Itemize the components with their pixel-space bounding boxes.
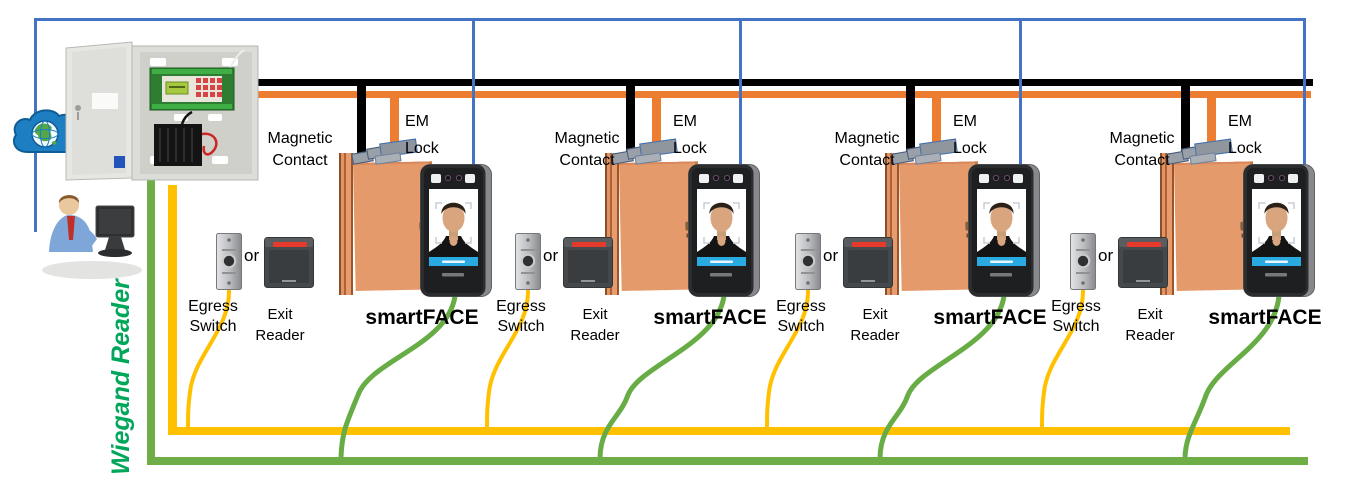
green-wiegand-wire xyxy=(877,295,1007,458)
egress-switch-label: Egress Switch xyxy=(776,298,826,335)
magnetic-contact-label: Magnetic Contact xyxy=(834,130,900,169)
magnetic-contact-wire xyxy=(906,82,915,158)
door-group-2: Magnetic Contact EM Lock or Egress Switc… xyxy=(485,0,785,487)
exit-reader-label: Exit Reader xyxy=(255,306,305,344)
exit-reader-icon xyxy=(1118,237,1168,288)
magnetic-contact-wire xyxy=(357,82,366,158)
smartface-label: smartFACE xyxy=(1208,306,1322,329)
exit-reader-icon xyxy=(563,237,613,288)
door-group-wires xyxy=(186,289,458,458)
exit-reader-icon xyxy=(264,237,314,288)
yellow-wiegand-riser xyxy=(168,185,177,435)
access-control-panel xyxy=(65,41,259,181)
egress-switch-label: Egress Switch xyxy=(188,298,238,335)
network-drop-wire xyxy=(1303,18,1306,165)
black-bus-wire xyxy=(255,79,1313,86)
green-wiegand-wire xyxy=(338,295,458,458)
or-label: or xyxy=(823,246,839,265)
em-lock-label: EM Lock xyxy=(673,113,707,157)
or-label: or xyxy=(543,246,559,265)
green-wiegand-bus xyxy=(147,457,1308,465)
em-lock-label: EM Lock xyxy=(953,113,987,157)
green-wiegand-wire xyxy=(1182,295,1282,458)
magnetic-contact-label: Magnetic Contact xyxy=(267,130,333,169)
magnetic-contact-label: Magnetic Contact xyxy=(554,130,620,169)
green-wiegand-wire xyxy=(597,295,727,458)
exit-reader-label: Exit Reader xyxy=(1125,306,1175,344)
exit-reader-label: Exit Reader xyxy=(570,306,620,344)
door-group-wires xyxy=(485,289,727,458)
em-lock-label: EM Lock xyxy=(405,113,439,157)
operator-workstation xyxy=(42,195,142,279)
em-lock-wire xyxy=(652,94,661,152)
smartface-label: smartFACE xyxy=(933,306,1047,329)
network-drop-wire xyxy=(472,18,475,165)
yellow-wiegand-wire xyxy=(765,289,811,431)
magnetic-contact-label: Magnetic Contact xyxy=(1109,130,1175,169)
network-drop-wire xyxy=(1019,18,1022,165)
egress-switch-icon xyxy=(795,233,821,290)
smartface-label: smartFACE xyxy=(365,306,479,329)
egress-switch-icon xyxy=(1070,233,1096,290)
or-label: or xyxy=(244,246,260,265)
orange-bus-wire xyxy=(255,91,1311,98)
em-lock-wire xyxy=(390,94,399,152)
egress-switch-icon xyxy=(216,233,242,290)
em-lock-wire xyxy=(1207,94,1216,152)
yellow-wiegand-wire xyxy=(485,289,531,431)
door-group-3: Magnetic Contact EM Lock or Egress Switc… xyxy=(765,0,1065,487)
smartface-terminal-icon xyxy=(420,164,492,297)
egress-switch-label: Egress Switch xyxy=(496,298,546,335)
door-frame xyxy=(339,153,353,295)
egress-switch-label: Egress Switch xyxy=(1051,298,1101,335)
green-wiegand-riser xyxy=(147,177,155,465)
door-group-4: Magnetic Contact EM Lock or Egress Switc… xyxy=(1040,0,1340,487)
network-line-horizontal xyxy=(34,18,1305,21)
smartface-label: smartFACE xyxy=(653,306,767,329)
door-group-1: Magnetic Contact EM Lock or Egress xyxy=(186,0,492,487)
smartface-terminal-icon xyxy=(1243,164,1315,297)
egress-switch-icon xyxy=(515,233,541,290)
yellow-wiegand-bus xyxy=(168,427,1290,435)
exit-reader-icon xyxy=(843,237,893,288)
smartface-terminal-icon xyxy=(968,164,1040,297)
door-group-wires xyxy=(765,289,1007,458)
magnetic-contact-wire xyxy=(1181,82,1190,158)
magnetic-contact-wire xyxy=(626,82,635,158)
door-group-wires xyxy=(1040,289,1282,458)
yellow-wiegand-wire xyxy=(186,289,232,431)
em-lock-wire xyxy=(932,94,941,152)
smartface-terminal-icon xyxy=(688,164,760,297)
em-lock-label: EM Lock xyxy=(1228,113,1262,157)
or-label: or xyxy=(1098,246,1114,265)
wiegand-reader-label: Wiegand Reader xyxy=(107,279,135,475)
network-drop-wire xyxy=(739,18,742,165)
yellow-wiegand-wire xyxy=(1040,289,1086,431)
exit-reader-label: Exit Reader xyxy=(850,306,900,344)
